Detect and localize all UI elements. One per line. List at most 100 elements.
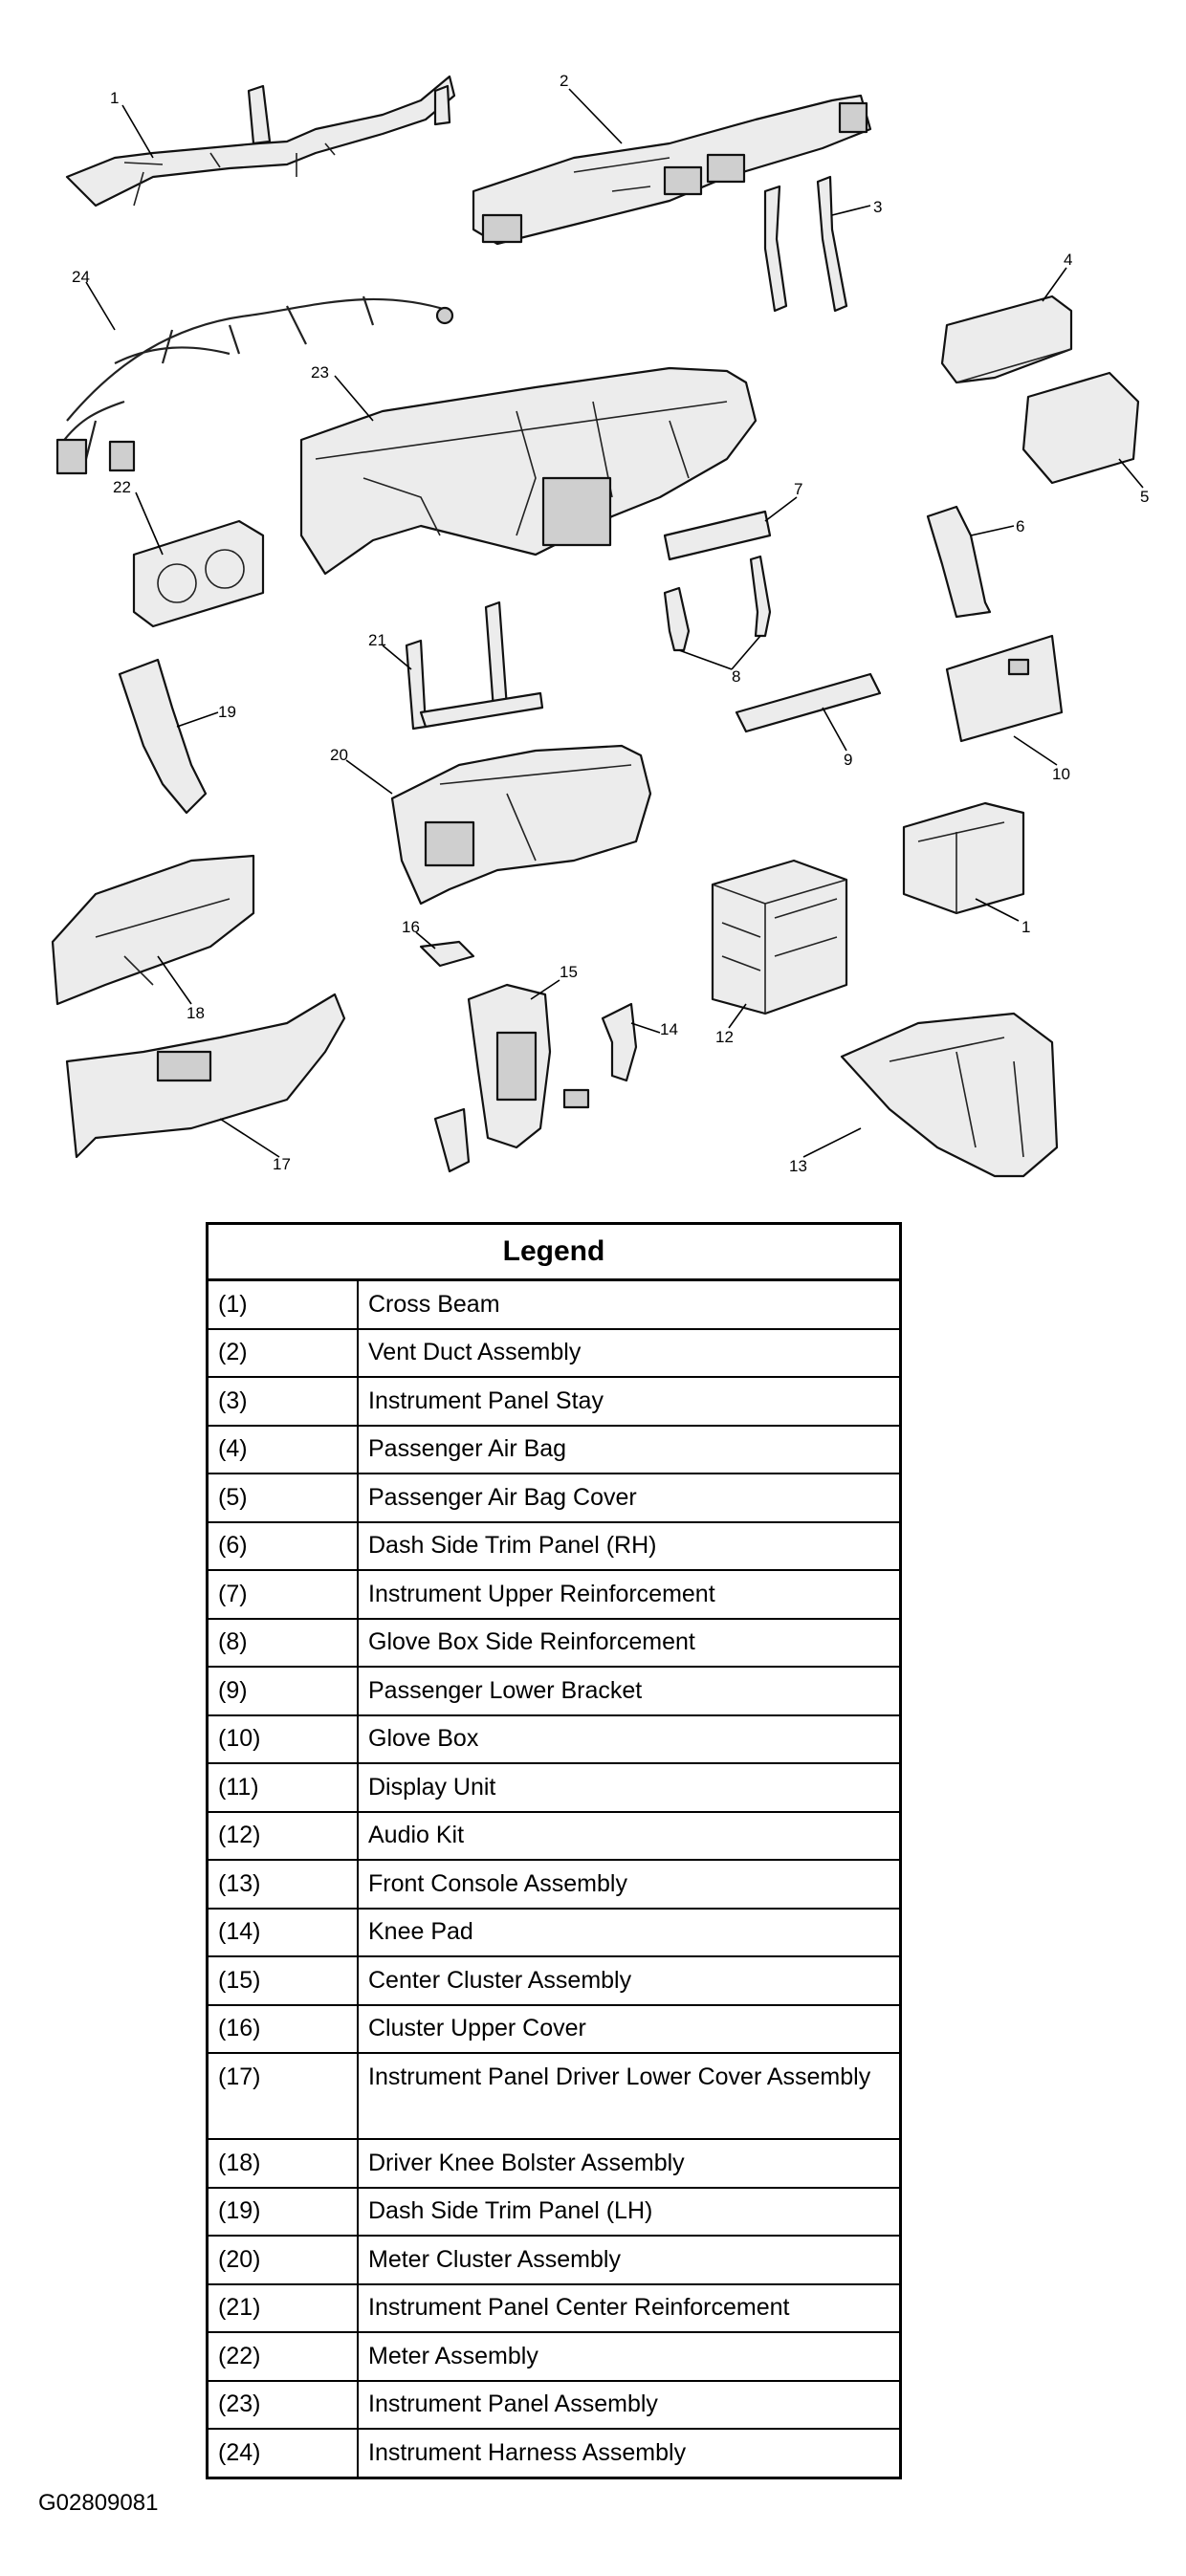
part-instrument-harness <box>55 295 454 475</box>
callout-23: 23 <box>311 363 329 382</box>
part-knee-pad <box>601 1002 638 1082</box>
part-glove-box-side-reinforcement <box>663 555 772 652</box>
callout-8: 8 <box>732 667 740 686</box>
legend-label: Instrument Upper Reinforcement <box>358 1569 899 1619</box>
callout-15: 15 <box>560 963 578 981</box>
part-cross-beam <box>65 75 456 207</box>
callout-6: 6 <box>1016 517 1024 535</box>
legend-label: Instrument Panel Assembly <box>358 2379 899 2429</box>
legend-row: (10)Glove Box <box>209 1714 899 1763</box>
legend-number: (10) <box>209 1714 359 1763</box>
callout-16: 16 <box>402 918 420 936</box>
legend-table: Legend (1) Cross Beam (2)Vent Duct Assemb… <box>206 1222 902 2479</box>
legend-row: (5)Passenger Air Bag Cover <box>209 1473 899 1522</box>
legend-label: Knee Pad <box>358 1907 899 1956</box>
callout-3: 3 <box>873 198 882 216</box>
legend-number: (23) <box>209 2379 359 2429</box>
legend-number: (3) <box>209 1376 359 1426</box>
legend-number: (12) <box>209 1810 359 1860</box>
legend-row: (16)Cluster Upper Cover <box>209 2003 899 2053</box>
legend-number: (6) <box>209 1520 359 1570</box>
legend-label: Meter Assembly <box>358 2331 899 2381</box>
part-meter-assembly <box>132 519 265 628</box>
legend-number: (15) <box>209 1955 359 2005</box>
callout-18: 18 <box>187 1004 205 1022</box>
callout-20: 20 <box>330 746 348 764</box>
part-instrument-panel-assembly <box>299 366 758 576</box>
callout-11: 1 <box>1021 918 1030 936</box>
legend-number: (11) <box>209 1762 359 1812</box>
legend-label: Center Cluster Assembly <box>358 1955 899 2005</box>
part-passenger-air-bag <box>940 295 1073 384</box>
legend-number: (5) <box>209 1473 359 1522</box>
legend-label: Passenger Air Bag Cover <box>358 1473 899 1522</box>
legend-row: (2)Vent Duct Assembly <box>209 1327 899 1377</box>
legend-row: (22)Meter Assembly <box>209 2331 899 2381</box>
legend-row: (21)Instrument Panel Center Reinforcemen… <box>209 2282 899 2332</box>
callout-9: 9 <box>844 751 852 769</box>
legend-number: (16) <box>209 2003 359 2053</box>
part-instrument-panel-stay <box>763 175 848 313</box>
legend-label: Passenger Lower Bracket <box>358 1666 899 1715</box>
legend-number: (21) <box>209 2282 359 2332</box>
part-instrument-upper-reinforcement <box>663 510 772 561</box>
legend-label: Front Console Assembly <box>358 1859 899 1909</box>
legend-row: (20)Meter Cluster Assembly <box>209 2235 899 2284</box>
part-vent-duct <box>472 94 872 246</box>
legend-row: (4)Passenger Air Bag <box>209 1424 899 1474</box>
callout-21: 21 <box>368 631 386 649</box>
part-driver-lower-cover <box>65 993 346 1159</box>
callout-12: 12 <box>715 1028 734 1046</box>
legend-row: (9)Passenger Lower Bracket <box>209 1666 899 1715</box>
legend-row: (1) Cross Beam <box>209 1279 899 1329</box>
legend-row: (17)Instrument Panel Driver Lower Cover … <box>209 2052 899 2139</box>
part-dash-side-trim-panel-lh <box>118 658 208 815</box>
legend-row: (6)Dash Side Trim Panel (RH) <box>209 1520 899 1570</box>
callout-19: 19 <box>218 703 236 721</box>
legend-row: (7)Instrument Upper Reinforcement <box>209 1569 899 1619</box>
callout-13: 13 <box>789 1157 807 1175</box>
callout-7: 7 <box>794 480 802 498</box>
legend-row: (18)Driver Knee Bolster Assembly <box>209 2138 899 2188</box>
legend-label: Cross Beam <box>368 1290 500 1318</box>
legend-label: Instrument Panel Driver Lower Cover Asse… <box>358 2052 899 2139</box>
callout-10: 10 <box>1052 765 1070 783</box>
legend-row: (15)Center Cluster Assembly <box>209 1955 899 2005</box>
callout-2: 2 <box>560 72 568 90</box>
callout-5: 5 <box>1140 488 1149 506</box>
legend-row: (3)Instrument Panel Stay <box>209 1376 899 1426</box>
part-front-console <box>840 1012 1059 1178</box>
legend-row: (11)Display Unit <box>209 1762 899 1812</box>
legend-row: (19)Dash Side Trim Panel (LH) <box>209 2186 899 2236</box>
legend-label: Audio Kit <box>358 1810 899 1860</box>
part-dash-side-trim-panel-rh <box>926 505 992 619</box>
legend-number: (1) <box>209 1279 359 1329</box>
callout-labels: 1 2 3 4 5 6 7 8 9 10 1 12 13 14 15 16 17… <box>72 72 1149 1175</box>
legend-number: (8) <box>209 1617 359 1667</box>
legend-label: Cluster Upper Cover <box>358 2003 899 2053</box>
legend-number: (19) <box>209 2186 359 2236</box>
part-display-unit <box>902 801 1025 915</box>
legend-title: Legend <box>209 1225 899 1281</box>
legend-label: Display Unit <box>358 1762 899 1812</box>
legend-row: (13)Front Console Assembly <box>209 1859 899 1909</box>
part-meter-cluster <box>390 744 652 906</box>
legend-number: (4) <box>209 1424 359 1474</box>
part-passenger-air-bag-cover <box>1021 371 1140 485</box>
callout-14: 14 <box>660 1020 678 1038</box>
legend-label: Instrument Harness Assembly <box>358 2428 899 2477</box>
part-passenger-lower-bracket <box>735 672 882 733</box>
callout-17: 17 <box>273 1155 291 1173</box>
legend-number: (14) <box>209 1907 359 1956</box>
legend-row: (14)Knee Pad <box>209 1907 899 1956</box>
legend-row: (23)Instrument Panel Assembly <box>209 2379 899 2429</box>
legend-number: (18) <box>209 2138 359 2188</box>
part-glove-box <box>945 634 1064 743</box>
part-center-reinforcement <box>405 600 544 731</box>
exploded-parts-diagram: 1 2 3 4 5 6 7 8 9 10 1 12 13 14 15 16 17… <box>0 0 1186 1205</box>
callout-1: 1 <box>110 89 119 107</box>
legend-number: (24) <box>209 2428 359 2477</box>
part-center-cluster <box>433 983 590 1173</box>
figure-id: G02809081 <box>38 2490 159 2516</box>
legend-number: (20) <box>209 2235 359 2284</box>
